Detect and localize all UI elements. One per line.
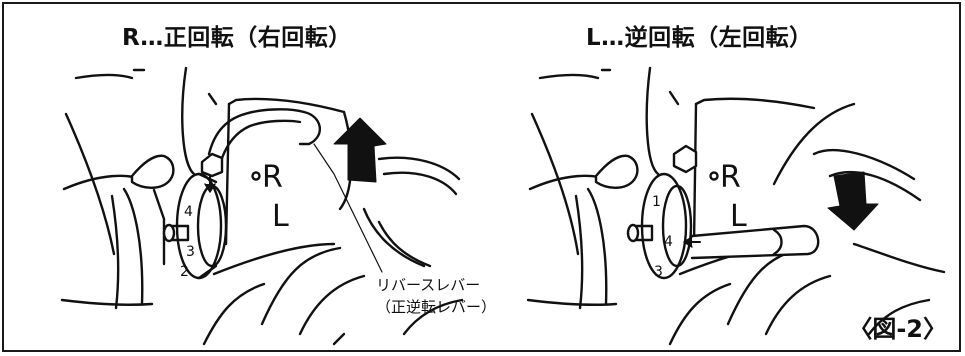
callout-reverse-lever: リバースレバー (376, 276, 481, 294)
dial-number-3-alt: 3 (654, 264, 663, 280)
panel-title-reverse-rotation: L…逆回転（左回転） (586, 25, 813, 51)
figure-label: 〈図-2〉 (848, 315, 947, 343)
callout-reverse-lever-alias: （正逆転レバー） (376, 298, 497, 316)
arrow-down-icon (827, 171, 879, 231)
marking-r-alt: R (720, 160, 741, 195)
marking-l-alt: L (730, 199, 747, 234)
illustration-forward-rotation: 4 3 2 R L (60, 66, 464, 346)
dial-number-3: 3 (186, 244, 195, 260)
illustration-reverse-rotation: 1 4 3 R L (526, 66, 946, 346)
figure-frame: R…正回転（右回転） L…逆回転（左回転） (2, 2, 961, 352)
dial-number-4: 4 (184, 204, 193, 220)
arrow-up-icon (333, 117, 387, 183)
dial-number-4-alt: 4 (664, 234, 673, 250)
panel-title-forward-rotation: R…正回転（右回転） (122, 25, 352, 51)
marking-r: R (262, 160, 283, 195)
dial-number-2: 2 (180, 264, 189, 280)
marking-l: L (272, 199, 289, 234)
dial-number-1: 1 (652, 194, 661, 210)
